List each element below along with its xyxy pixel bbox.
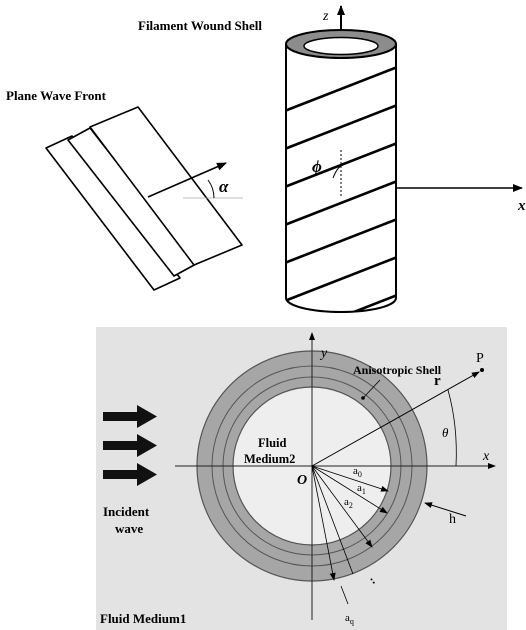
radius-a0: a0 [353,465,362,479]
thickness-label: h [449,512,456,527]
r-vector [311,371,480,467]
alpha-arc [207,179,215,199]
origin-label: O [297,473,307,488]
alpha-label: α [219,177,229,196]
aq-leader-line [340,585,349,605]
incident-label-line1: Incident [103,504,150,519]
filament-windings [286,64,396,312]
plane-wave-title: Plane Wave Front [6,88,107,103]
anisotropic-shell-label: Anisotropic Shell [353,363,442,377]
radius-a2: a2 [344,496,353,510]
theta-arc [447,389,457,467]
phi-arc [332,165,342,179]
phi-label: ϕ [312,157,322,176]
theta-label: θ [442,425,449,440]
thickness-arrow [424,502,467,517]
fluid2-label-line2: Medium2 [244,452,295,466]
cylinder-bore [303,36,379,56]
wave-direction-arrow [147,162,227,198]
shell-leader-dot [361,396,365,400]
incident-label-line2: wave [115,521,143,536]
plane-wave-fronts [45,106,243,291]
fluid2-label-line1: Fluid [258,436,287,450]
r-label: r [434,373,441,389]
point-p-dot [480,368,484,372]
radius-ellipsis: : [366,573,377,587]
radius-lines [311,465,389,581]
shell-leader-line [363,379,381,398]
shell-title: Filament Wound Shell [138,18,262,33]
point-p-label: P [476,351,484,366]
y-axis-label-bottom: y [319,346,328,361]
x-axis-label-top: x [517,198,526,214]
radius-aq: aq [345,612,354,626]
fluid-medium1-label: Fluid Medium1 [100,611,186,626]
bottom-diagram: x y Anisotropic Shell P r θ O Fluid Medi… [96,327,507,630]
cylinder: ϕ [285,29,397,313]
x-axis-label-bottom: x [482,449,490,464]
z-axis-label: z [322,9,329,24]
radius-a1: a1 [357,482,366,496]
incident-wave-arrows [103,405,157,486]
top-diagram: Filament Wound Shell z ϕ [6,5,526,313]
